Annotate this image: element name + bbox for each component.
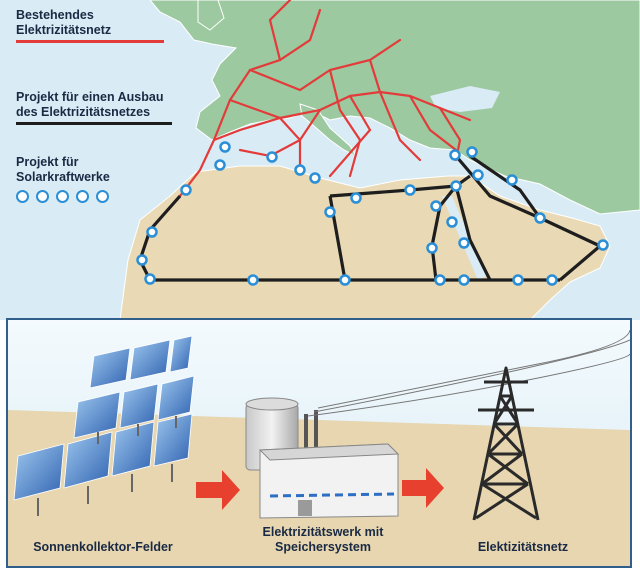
legend-text: Solarkraftwerke (16, 170, 110, 184)
map (0, 0, 640, 320)
uk-land (197, 0, 225, 31)
caption-collector-fields: Sonnenkollektor-Felder (33, 540, 173, 554)
solar-site (434, 274, 446, 286)
arrow-right-icon (196, 470, 240, 510)
caption-grid: Elektizitätsnetz (477, 540, 569, 554)
mediterranean-sea (196, 136, 448, 184)
solar-site (430, 200, 442, 212)
solar-site (294, 164, 306, 176)
solar-panel-icon (13, 335, 195, 516)
legend-dot (76, 190, 89, 203)
solar-site (214, 159, 226, 171)
solar-sites (136, 141, 609, 286)
solar-site (472, 169, 484, 181)
solar-site (458, 237, 470, 249)
solar-site (404, 184, 416, 196)
solar-site (309, 172, 321, 184)
process-panel: Sonnenkollektor-Felder Elektrizitätswerk… (6, 318, 632, 568)
legend-dot (16, 190, 29, 203)
solar-site (534, 212, 546, 224)
legend-dots (16, 190, 109, 203)
legend-dot (96, 190, 109, 203)
legend-dot (36, 190, 49, 203)
power-plant-icon (245, 397, 400, 519)
legend-text: Bestehendes (16, 8, 94, 22)
solar-site (506, 174, 518, 186)
solar-site (180, 184, 192, 196)
legend-existing-grid: Bestehendes Elektrizitätsnetz (16, 8, 111, 38)
legend-solar: Projekt für Solarkraftwerke (16, 155, 110, 185)
legend-expansion: Projekt für einen Ausbau des Elektrizitä… (16, 90, 163, 120)
solar-site (449, 149, 461, 161)
solar-site (597, 239, 609, 251)
solar-site (146, 226, 158, 238)
solar-site (247, 274, 259, 286)
solar-site (512, 274, 524, 286)
legend-black-line (16, 122, 172, 125)
legend-dot (56, 190, 69, 203)
solar-site (144, 273, 156, 285)
caption-line: Speichersystem (275, 540, 371, 554)
solar-site (446, 216, 458, 228)
solar-site (458, 274, 470, 286)
solar-site (546, 274, 558, 286)
legend-text: Projekt für (16, 155, 79, 169)
legend-red-line (16, 40, 164, 43)
solar-site (219, 141, 231, 153)
caption-line: Elektrizitätswerk mit (262, 525, 384, 539)
pylon-icon (472, 366, 540, 521)
caption-power-plant: Elektrizitätswerk mit Speichersystem (238, 525, 408, 555)
arrow-right-icon (402, 468, 444, 508)
solar-site (426, 242, 438, 254)
solar-site (136, 254, 148, 266)
solar-site (324, 206, 336, 218)
process-illustration (8, 320, 630, 566)
black-sea (430, 86, 500, 112)
existing-grid (178, 0, 472, 198)
solar-site (266, 151, 278, 163)
solar-site (466, 146, 478, 158)
legend-text: Projekt für einen Ausbau (16, 90, 164, 104)
solar-site (450, 180, 462, 192)
solar-site (339, 274, 351, 286)
legend-text: des Elektrizitätsnetzes (16, 105, 151, 119)
legend-text: Elektrizitätsnetz (16, 23, 112, 37)
solar-site (350, 192, 362, 204)
